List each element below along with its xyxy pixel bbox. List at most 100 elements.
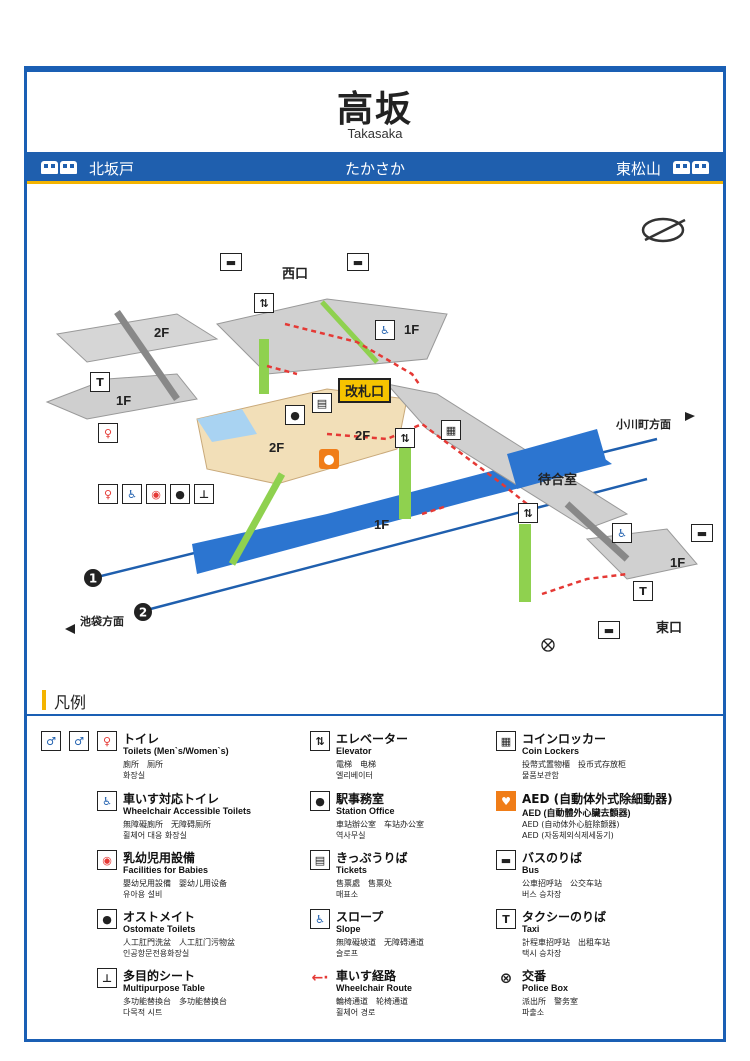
- legend-ko: AED (자동체외식제세동기): [522, 831, 614, 840]
- direction-arrow-left: [65, 624, 75, 634]
- legend-zh: 電梯 电梯: [336, 760, 376, 769]
- compass-icon: [641, 217, 686, 243]
- direction-arrow-right: [685, 412, 695, 421]
- floor-label: 1F: [404, 322, 420, 337]
- next-station[interactable]: 東松山: [615, 160, 661, 178]
- waiting-room-bg: [507, 429, 607, 489]
- legend-ko: 버스 승차장: [522, 890, 562, 899]
- train-icon: [60, 161, 77, 174]
- legend-en: Elevator: [336, 746, 372, 756]
- toilet-icon[interactable]: ♀: [98, 484, 118, 504]
- prev-station[interactable]: 北坂戸: [89, 160, 135, 178]
- floor-label: 1F: [116, 393, 132, 408]
- legend-en: Station Office: [336, 806, 395, 816]
- direction-ogawamachi: 小川町方面: [616, 419, 671, 431]
- bus-icon[interactable]: ▬: [598, 621, 620, 639]
- elevator-icon: ⇅: [310, 731, 330, 751]
- facility-icon-group: ♀ ♿ ◉ ● ⊥: [98, 484, 214, 504]
- concourse-2f: [196, 388, 408, 485]
- ticket-icon: ▤: [310, 850, 330, 870]
- legend-ko: 화장실: [123, 771, 146, 780]
- legend-ko: 인공항문전용화장실: [123, 949, 190, 958]
- legend-zh: 計程車招呼站 出租车站: [522, 938, 610, 947]
- legend-ko: 유아용 설비: [123, 890, 163, 899]
- line-bar-stripe: [27, 181, 723, 184]
- wheelchair-icon[interactable]: ♿: [612, 523, 632, 543]
- west-slope: [320, 300, 379, 364]
- legend-ko: 택시 승차장: [522, 949, 562, 958]
- elevator-shaft-west: [259, 339, 269, 394]
- bus-icon[interactable]: ▬: [691, 524, 713, 542]
- wheelchair-icon[interactable]: ♿: [122, 484, 142, 504]
- coin-locker-icon[interactable]: ▦: [441, 420, 461, 440]
- elevator-icon[interactable]: ⇅: [395, 428, 415, 448]
- legend-en: AED (自動體外心臟去顫器): [522, 808, 631, 818]
- legend-en: Slope: [336, 924, 361, 934]
- legend-zh: 人工肛門洗盆 人工肛门污物盆: [123, 938, 235, 947]
- baby-icon: ◉: [97, 850, 117, 870]
- legend-en: Coin Lockers: [522, 746, 580, 756]
- elevator-icon[interactable]: ⇅: [518, 503, 538, 523]
- concourse-window: [197, 409, 257, 442]
- floor-label: 2F: [154, 325, 170, 340]
- west-exit-label: 西口: [282, 266, 309, 281]
- elevator-shaft-center: [399, 447, 411, 519]
- floor-label: 1F: [670, 555, 686, 570]
- ostomate-icon[interactable]: ●: [170, 484, 190, 504]
- wheelchair-route-east: [326, 422, 528, 505]
- platform-staircase: [228, 472, 286, 566]
- station-map: 1 2: [45, 217, 698, 652]
- legend-zh: 售票處 售票处: [336, 879, 392, 888]
- legend-zh: AED (自动体外心脏除颤器): [522, 820, 620, 829]
- elevator-icon[interactable]: ⇅: [254, 293, 274, 313]
- taxi-icon[interactable]: T: [633, 581, 653, 601]
- west-staircase: [114, 310, 180, 401]
- track-1-marker: 1: [84, 569, 102, 587]
- bus-icon[interactable]: ▬: [220, 253, 242, 271]
- legend-zh: 廁所 厕所: [123, 760, 163, 769]
- multipurpose-icon: ⊥: [97, 968, 117, 988]
- bus-icon[interactable]: ▬: [347, 253, 369, 271]
- wheelchair-route-icon: ←·: [310, 968, 330, 988]
- legend-zh: 無障礙坡道 无障碍通道: [336, 938, 424, 947]
- legend-ko: 휠체어 대응 화장실: [123, 831, 187, 840]
- legend-en: Taxi: [522, 924, 540, 934]
- frame-top-bar: [24, 66, 726, 72]
- legend-ko: 휠체어 경로: [336, 1008, 376, 1017]
- legend-zh: 投幣式置物櫃 投币式存放柜: [522, 760, 626, 769]
- east-exit-label: 東口: [656, 620, 683, 635]
- multipurpose-icon[interactable]: ⊥: [194, 484, 214, 504]
- legend-ja: スロープ: [336, 910, 384, 924]
- toilet-icon[interactable]: ♀: [98, 423, 118, 443]
- taxi-icon[interactable]: T: [90, 372, 110, 392]
- coin-locker-icon: ▦: [496, 731, 516, 751]
- legend-ko: 역사무실: [336, 831, 366, 840]
- legend-en: Facilities for Babies: [123, 865, 209, 875]
- legend-zh: 派出所 警务室: [522, 997, 578, 1006]
- wheelchair-icon[interactable]: ♿: [375, 320, 395, 340]
- legend-en: Multipurpose Table: [123, 983, 205, 993]
- station-office-icon: ●: [310, 791, 330, 811]
- aed-icon: [319, 449, 339, 469]
- legend-ja: バスのりば: [522, 851, 583, 865]
- elevator-shaft-east: [519, 524, 531, 602]
- legend-ja: きっぷうりば: [336, 851, 408, 865]
- track-2-label: 2: [139, 606, 147, 620]
- legend-en: Police Box: [522, 983, 569, 993]
- station-office-icon[interactable]: ●: [285, 405, 305, 425]
- legend-en: Tickets: [336, 865, 367, 875]
- legend-ja: 多目的シート: [123, 969, 196, 983]
- baby-icon[interactable]: ◉: [146, 484, 166, 504]
- toilet-icon: ♂: [69, 731, 89, 751]
- legend-zh: 無障礙廁所 无障碍厕所: [123, 820, 211, 829]
- legend-heading-text: 凡例: [54, 693, 87, 712]
- legend-en: Wheelchair Accessible Toilets: [123, 806, 252, 816]
- station-name-kana: たかさか: [344, 160, 405, 178]
- wheelchair-route-plaza: [541, 572, 628, 596]
- police-box-icon: [541, 638, 555, 652]
- toilet-icon: ♀: [97, 731, 117, 751]
- legend-en: Wheelchair Route: [336, 983, 413, 993]
- train-icon: [41, 161, 58, 174]
- ticket-machine-icon[interactable]: ▤: [312, 393, 332, 413]
- legend-zh: 多功能替換台 多功能替换台: [123, 997, 227, 1006]
